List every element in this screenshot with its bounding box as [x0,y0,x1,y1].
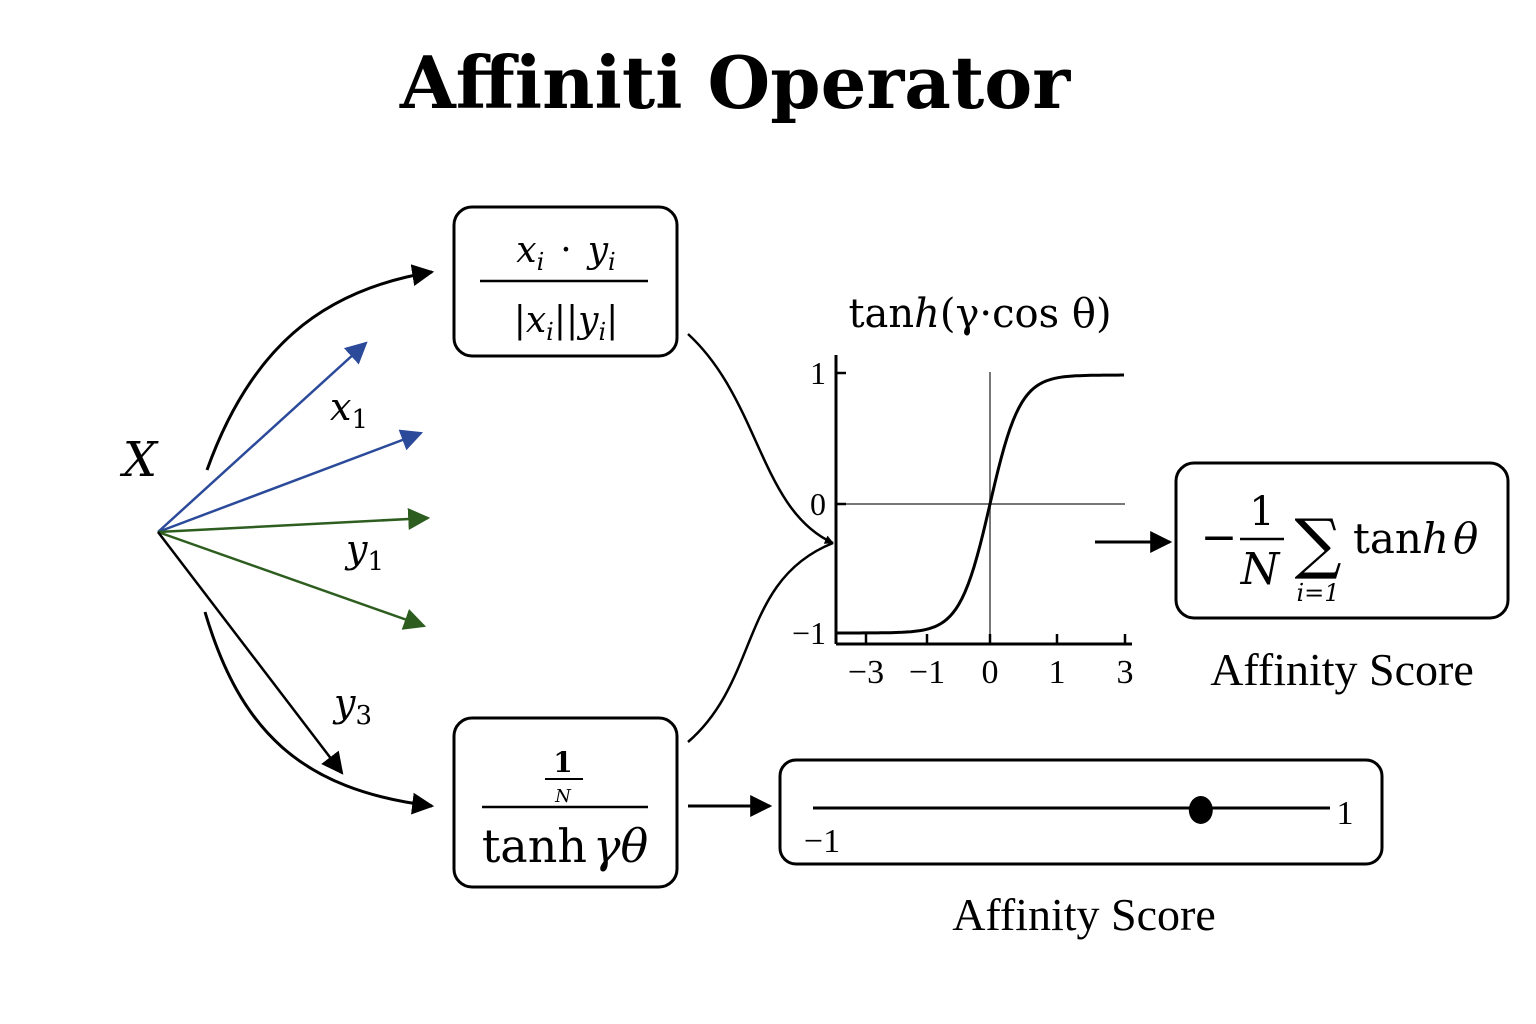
vector-label-y3: y3 [332,681,372,731]
cosine-denominator: |xi||yi| [514,300,619,346]
slider-min-label: −1 [804,823,840,860]
score-sigma: ∑ [1294,505,1341,582]
cosine-similarity-box: xi·yi |xi||yi| [452,205,679,358]
plot-x-tick-label: 0 [982,654,999,691]
vector-label-y1: y1 [344,527,384,577]
plot-y-tick-label: −1 [792,615,826,651]
score-numerator: 1 [1249,489,1274,535]
tanh-plot: tanh(γ·cos θ) −3 −1 0 1 3 1 0 −1 [792,291,1134,691]
vector-arrow-y1 [157,508,431,534]
plot-tanh-curve [836,373,1124,635]
score-caption: Affinity Score [1210,644,1474,695]
diagram-title: Affiniti Operator [399,40,1071,125]
plot-title: tanh(γ·cos θ) [848,291,1111,337]
vector-arrow-x2 [157,429,424,534]
score-function: tanhθ [1353,514,1478,563]
slider-max-label: 1 [1337,795,1354,832]
score-minus: − [1201,512,1238,563]
affinity-slider-box: −1 1 [778,758,1384,866]
slider-caption: Affinity Score [952,889,1216,940]
slider-handle [1188,796,1213,824]
curved-arrow-to-cosine [205,264,435,471]
curved-arrow-to-tanh [203,611,435,815]
plot-y-tick-label: 1 [810,355,826,391]
plot-y-tick-label: 0 [810,486,826,522]
vector-arrow-y2 [157,530,427,630]
vector-label-x1: x1 [330,385,368,435]
plot-x-tick-label: 1 [1049,654,1066,691]
score-sum-index: i=1 [1296,579,1339,607]
plot-x-tick-label: 3 [1117,654,1134,691]
vector-arrow-y3 [157,531,344,775]
tanh-box-numerator: 1 [553,746,572,779]
vector-arrow-x1 [157,341,368,533]
score-denominator: N [1240,544,1281,595]
plot-x-tick-label: −1 [909,654,945,691]
connector-tanh-to-plot [687,541,834,743]
cosine-numerator: xi·yi [516,230,615,276]
tanh-box-small-denominator: N [554,786,572,807]
connector-cosine-to-plot [687,333,834,545]
input-label: X [119,432,159,488]
plot-x-tick-label: −3 [848,654,884,691]
score-formula-box: − 1 N ∑ i=1 tanhθ [1174,461,1510,620]
